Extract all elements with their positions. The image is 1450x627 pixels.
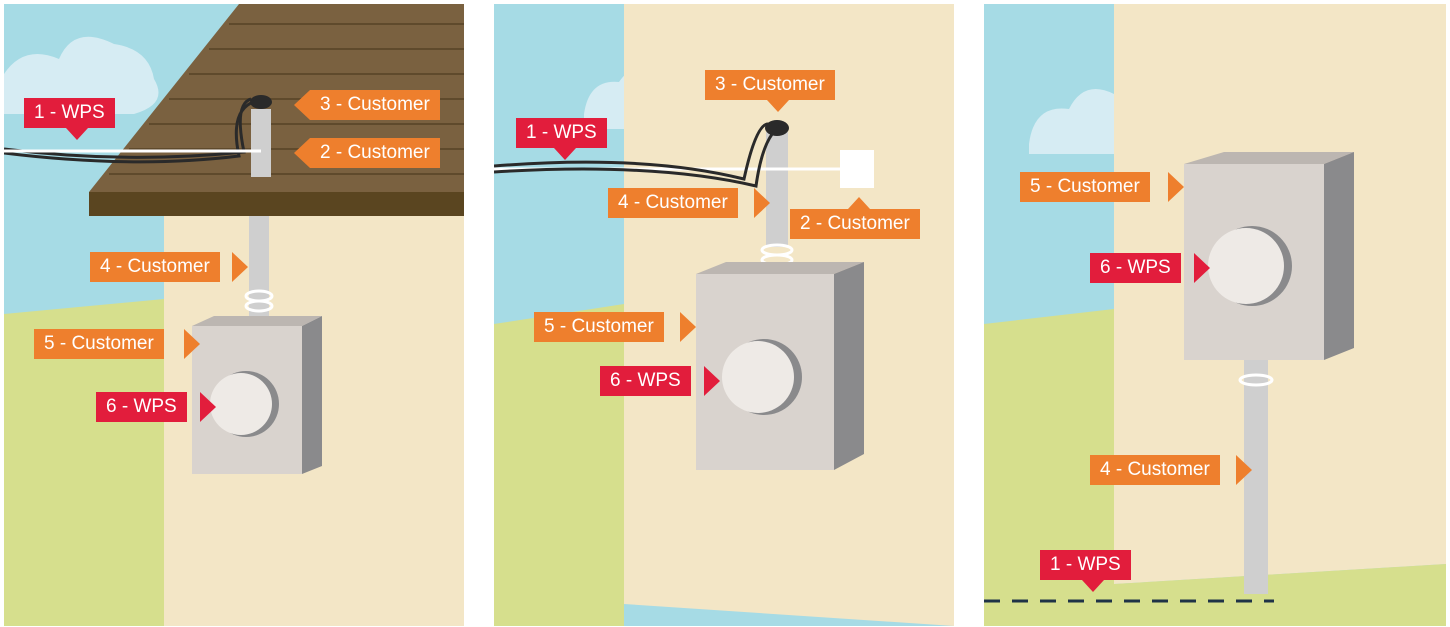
meter-box-top bbox=[696, 262, 864, 274]
label-1-wps: 1 - WPS bbox=[516, 118, 607, 148]
panel-overhead-wall-mast: 3 - Customer 1 - WPS 4 - Customer 2 - Cu… bbox=[494, 4, 954, 626]
arrow-5-customer bbox=[1168, 172, 1184, 202]
weatherhead bbox=[250, 95, 272, 109]
label-3-customer: 3 - Customer bbox=[310, 90, 440, 120]
mast bbox=[766, 132, 788, 247]
meter-box-top bbox=[1184, 152, 1354, 164]
cloud bbox=[1029, 89, 1114, 154]
arrow-2-customer bbox=[294, 138, 310, 168]
label-3-customer: 3 - Customer bbox=[705, 70, 835, 100]
meter-face bbox=[722, 341, 794, 413]
label-6-wps: 6 - WPS bbox=[600, 366, 691, 396]
service-drop-wire-b bbox=[4, 99, 257, 164]
arrow-6-wps bbox=[704, 366, 720, 396]
meter-box-side bbox=[1324, 152, 1354, 360]
arrow-4-customer bbox=[754, 188, 770, 218]
service-drop-wire-b bbox=[494, 122, 787, 188]
arrow-5-customer bbox=[680, 312, 696, 342]
arrow-2-customer bbox=[848, 197, 870, 209]
label-6-wps: 6 - WPS bbox=[96, 392, 187, 422]
label-4-customer: 4 - Customer bbox=[608, 188, 738, 218]
insulator-bracket bbox=[840, 150, 874, 188]
wall-mast-illustration bbox=[494, 4, 954, 626]
label-6-wps: 6 - WPS bbox=[1090, 253, 1181, 283]
roof-mast bbox=[251, 109, 271, 177]
panel-overhead-roof-mast: 1 - WPS 3 - Customer 2 - Customer 4 - Cu… bbox=[4, 4, 464, 626]
conduit-strap bbox=[1238, 373, 1274, 387]
label-5-customer: 5 - Customer bbox=[534, 312, 664, 342]
arrow-4-customer bbox=[1236, 455, 1252, 485]
meter-face bbox=[1208, 228, 1284, 304]
arrow-1-wps bbox=[1082, 580, 1104, 592]
meter-box-top bbox=[192, 316, 322, 326]
lawn bbox=[494, 304, 624, 626]
label-2-customer: 2 - Customer bbox=[310, 138, 440, 168]
arrow-1-wps bbox=[66, 128, 88, 140]
arrow-3-customer bbox=[767, 100, 789, 112]
conduit-strap bbox=[244, 299, 274, 313]
cloud bbox=[4, 36, 159, 114]
ground bbox=[984, 584, 1446, 626]
service-drop-wire-a bbox=[494, 122, 769, 181]
label-1-wps: 1 - WPS bbox=[24, 98, 115, 128]
arrow-4-customer bbox=[232, 252, 248, 282]
conduit bbox=[249, 216, 269, 326]
meter-box-side bbox=[302, 316, 322, 474]
meter-face bbox=[210, 373, 272, 435]
roof-fascia bbox=[89, 192, 464, 216]
label-5-customer: 5 - Customer bbox=[34, 329, 164, 359]
arrow-6-wps bbox=[200, 392, 216, 422]
meter-box-side bbox=[834, 262, 864, 470]
label-4-customer: 4 - Customer bbox=[90, 252, 220, 282]
arrow-6-wps bbox=[1194, 253, 1210, 283]
arrow-3-customer bbox=[294, 90, 310, 120]
label-4-customer: 4 - Customer bbox=[1090, 455, 1220, 485]
label-1-wps: 1 - WPS bbox=[1040, 550, 1131, 580]
label-2-customer: 2 - Customer bbox=[790, 209, 920, 239]
arrow-1-wps bbox=[554, 148, 576, 160]
lawn bbox=[984, 309, 1114, 626]
underground-illustration bbox=[984, 4, 1446, 626]
arrow-5-customer bbox=[184, 329, 200, 359]
lawn bbox=[4, 299, 164, 626]
label-5-customer: 5 - Customer bbox=[1020, 172, 1150, 202]
panel-underground-service: 5 - Customer 6 - WPS 4 - Customer 1 - WP… bbox=[984, 4, 1446, 626]
